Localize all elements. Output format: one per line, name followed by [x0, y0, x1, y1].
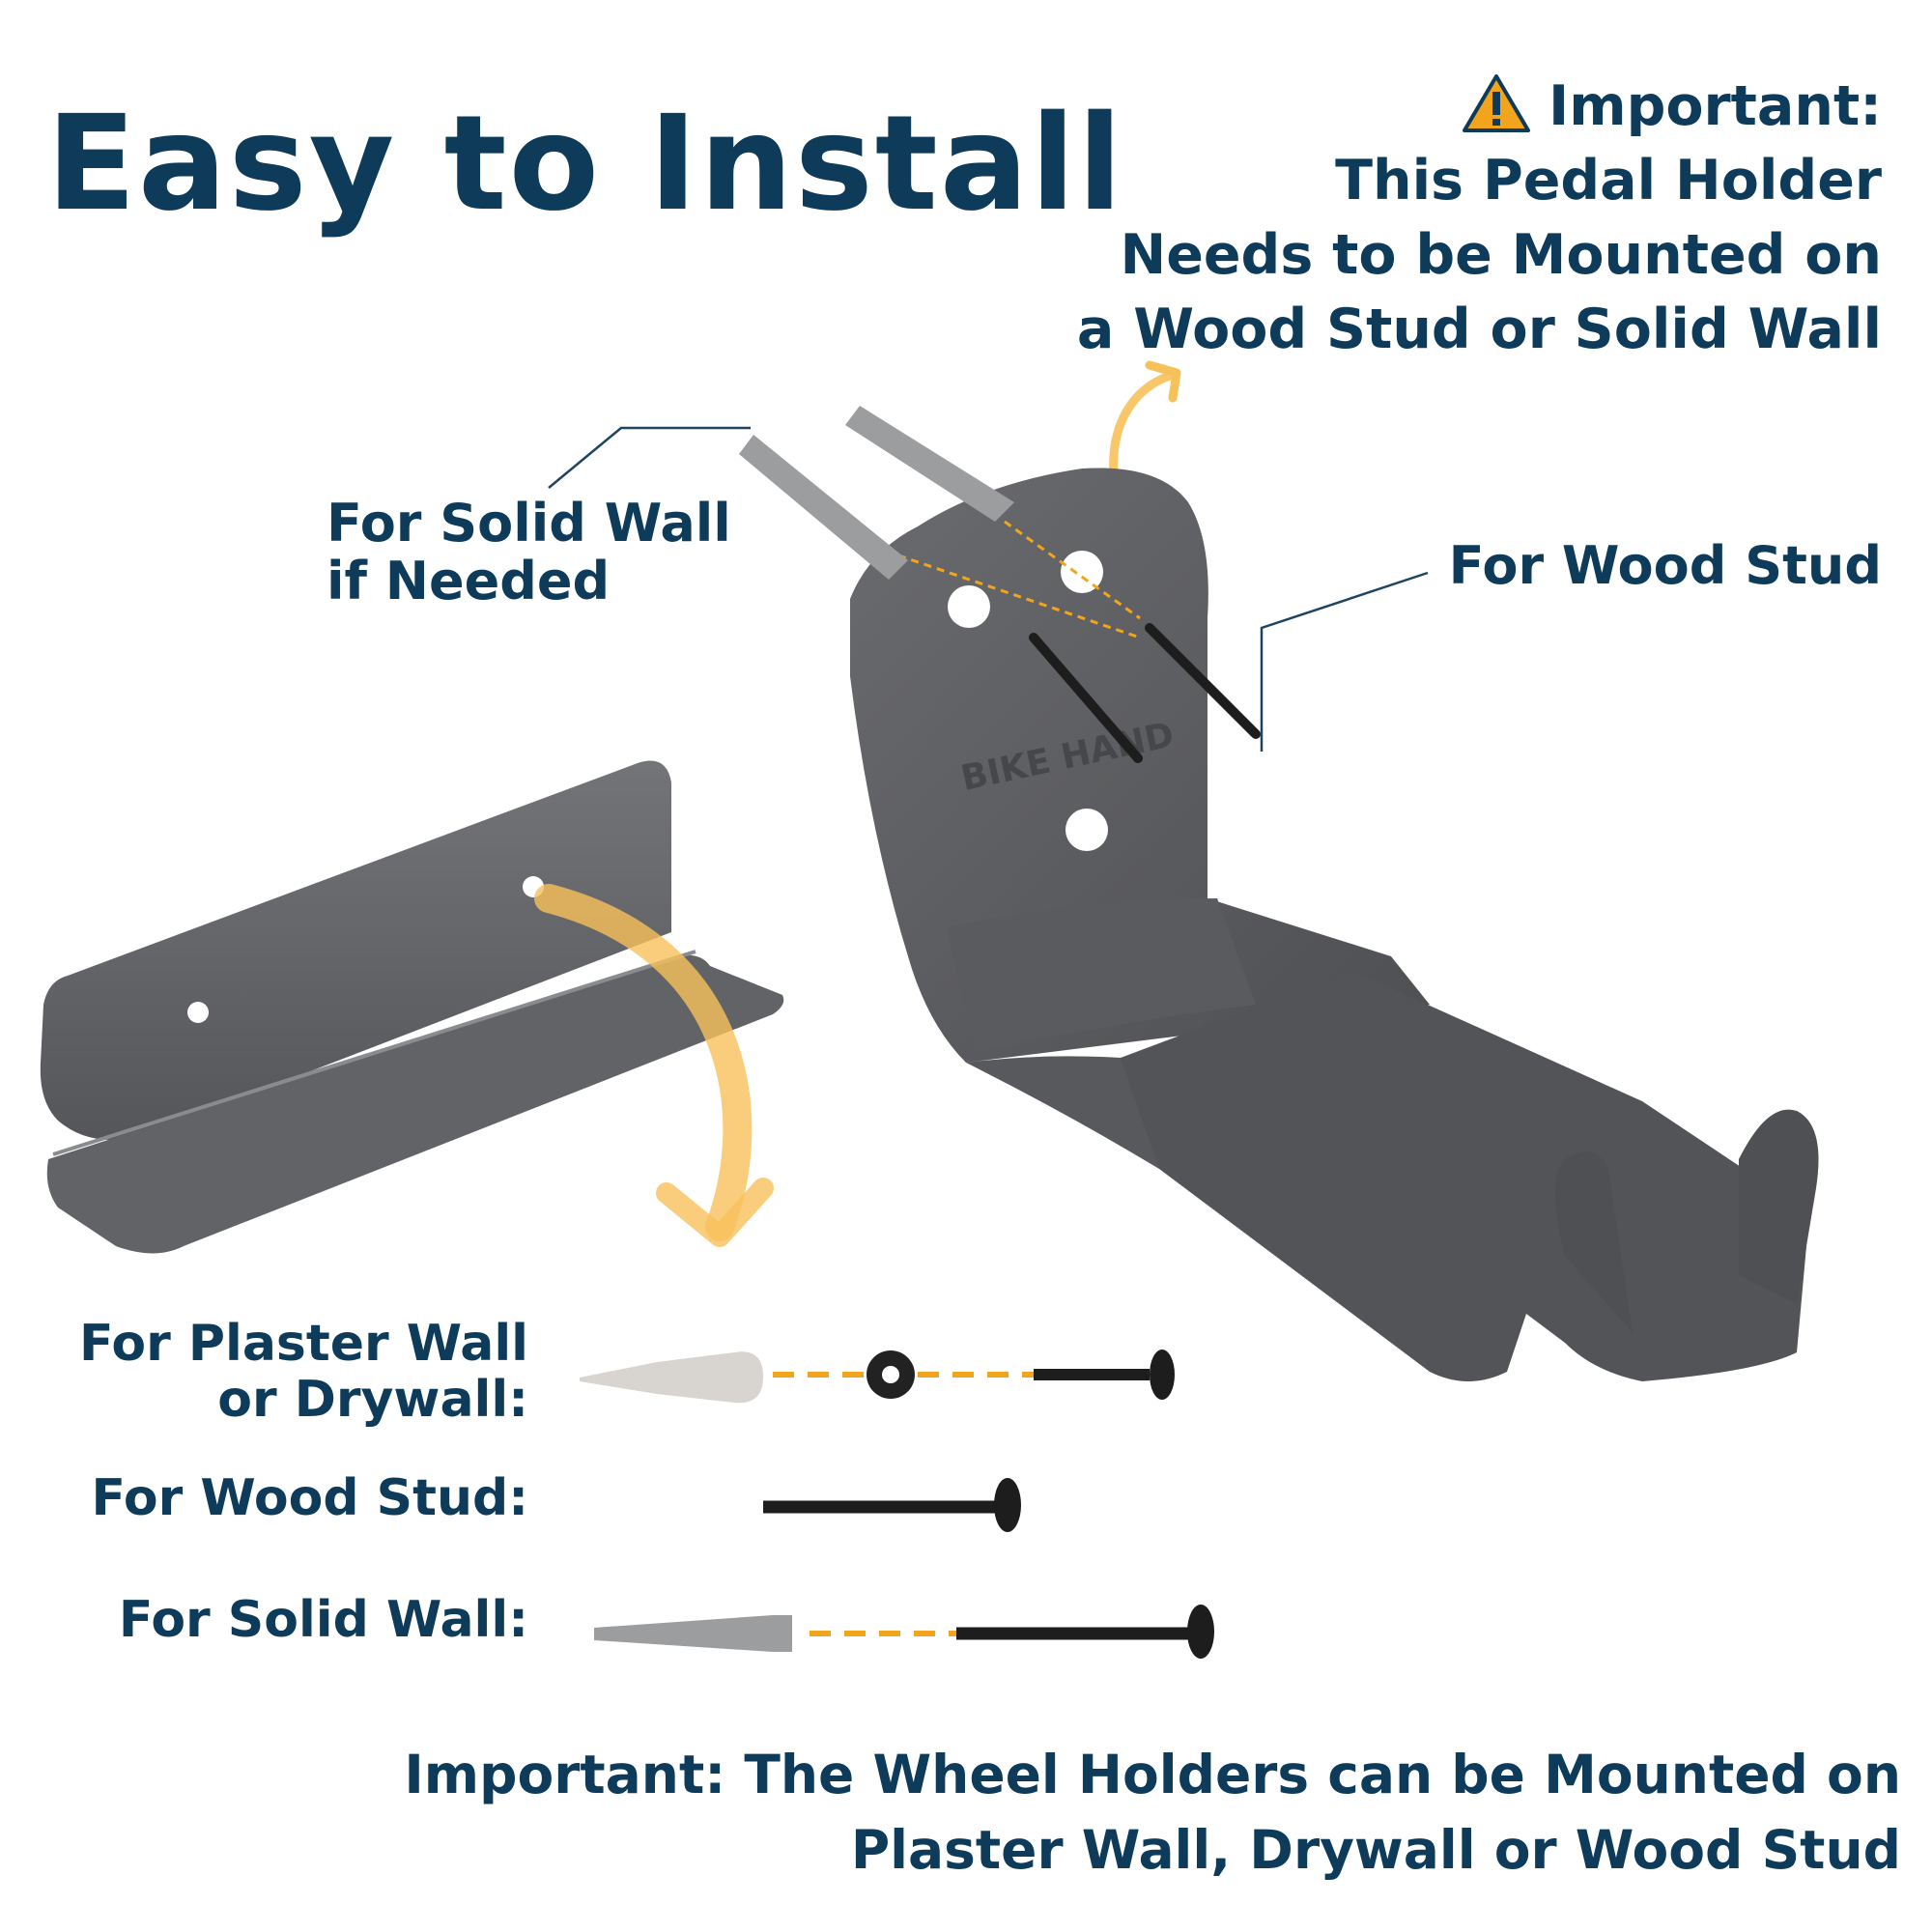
- callout-wood-stud: For Wood Stud: [1448, 535, 1882, 596]
- hardware-label-solid-wall: For Solid Wall:: [118, 1591, 528, 1649]
- plaster-hardware: [580, 1350, 1175, 1404]
- callout-solid-wall: For Solid Wall if Needed: [327, 495, 731, 611]
- callout-solid-wall-line-2: if Needed: [327, 551, 611, 611]
- footer-notice: Important: The Wheel Holders can be Moun…: [404, 1737, 1901, 1888]
- footer-line-1: Important: The Wheel Holders can be Moun…: [404, 1744, 1901, 1805]
- important-heading: Important:: [1548, 74, 1882, 138]
- page-title: Easy to Install: [46, 88, 1124, 241]
- important-line-2: This Pedal Holder: [1335, 149, 1882, 213]
- important-pedal-notice: Important: This Pedal Holder Needs to be…: [1077, 70, 1882, 367]
- warning-icon: [1462, 74, 1530, 132]
- hardware-label-plaster: For Plaster Wall or Drywall:: [79, 1316, 528, 1428]
- wall-anchors-top: [739, 406, 1014, 580]
- footer-line-2: Plaster Wall, Drywall or Wood Stud: [850, 1819, 1901, 1881]
- curved-arrow-down: [534, 884, 774, 1247]
- solid-wall-hardware: [594, 1605, 1214, 1659]
- hardware-label-wood-stud: For Wood Stud:: [91, 1469, 528, 1527]
- hardware-label-plaster-line-2: or Drywall:: [217, 1371, 528, 1429]
- wheel-holder-bracket: [40, 760, 784, 1254]
- pedal-holder: BIKE HAND: [850, 468, 1819, 1381]
- important-line-3: Needs to be Mounted on: [1120, 223, 1882, 287]
- hardware-label-plaster-line-1: For Plaster Wall: [79, 1315, 528, 1373]
- callout-line-solid-wall: [548, 426, 751, 489]
- important-line-4: a Wood Stud or Solid Wall: [1076, 298, 1882, 361]
- callout-solid-wall-line-1: For Solid Wall: [327, 493, 731, 554]
- important-line-1: Important:: [1077, 70, 1882, 144]
- callout-line-wood-stud: [1260, 571, 1429, 752]
- wood-stud-screw: [763, 1478, 1021, 1532]
